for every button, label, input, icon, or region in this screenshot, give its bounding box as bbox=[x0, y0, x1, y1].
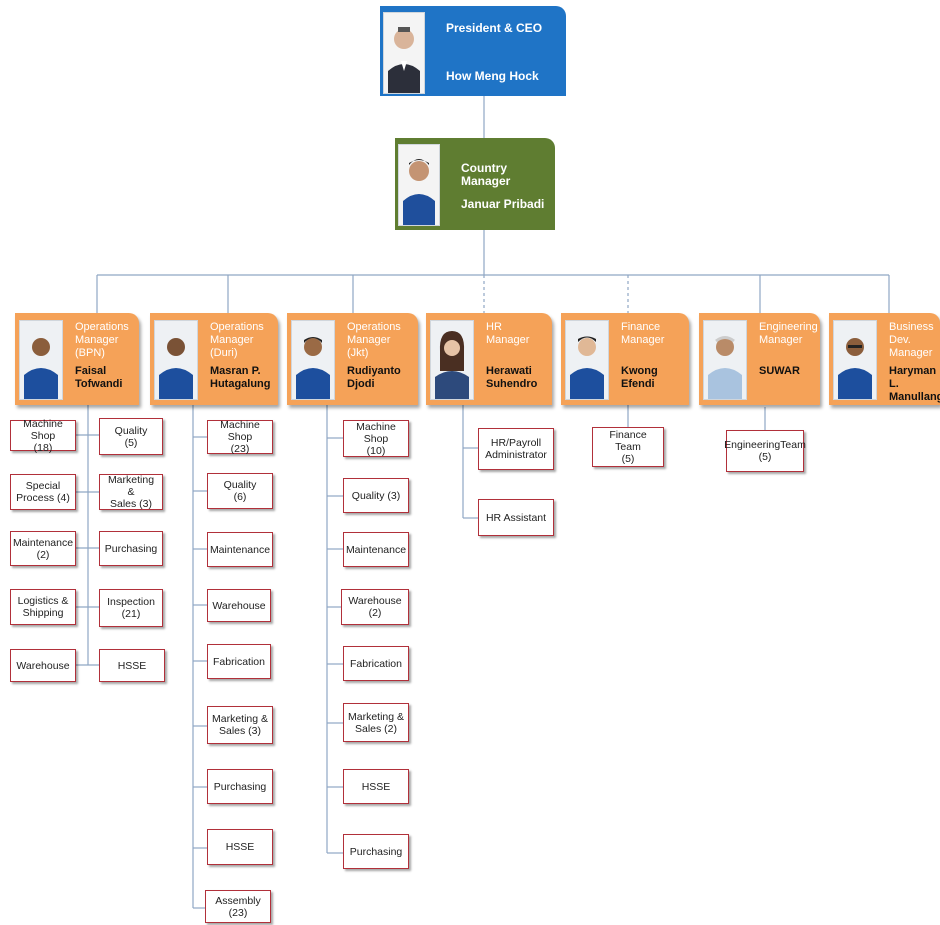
unit-box: Fabrication bbox=[343, 646, 409, 681]
unit-box: Purchasing bbox=[343, 834, 409, 869]
unit-box: Maintenance bbox=[207, 532, 273, 567]
unit-box: Maintenance (2) bbox=[10, 531, 76, 566]
manager-name: Masran P. Hutagalung bbox=[210, 365, 271, 390]
unit-box: Warehouse bbox=[207, 589, 271, 622]
unit-box: Purchasing bbox=[207, 769, 273, 804]
unit-box: Warehouse (2) bbox=[341, 589, 409, 625]
unit-box: Machine Shop (10) bbox=[343, 420, 409, 457]
manager-card-ops-duri: Operations Manager (Duri) Masran P. Huta… bbox=[150, 313, 278, 405]
president-photo bbox=[383, 12, 425, 94]
manager-photo bbox=[19, 320, 63, 400]
unit-box: HSSE bbox=[99, 649, 165, 682]
manager-photo bbox=[565, 320, 609, 400]
manager-card-business-dev: Business Dev. Manager Haryman L. Manulla… bbox=[829, 313, 940, 405]
unit-box: Machine Shop (23) bbox=[207, 419, 273, 455]
manager-photo bbox=[154, 320, 198, 400]
manager-name: Kwong Efendi bbox=[621, 365, 658, 390]
country-manager-card: Country Manager Januar Pribadi bbox=[395, 138, 555, 230]
unit-box: Purchasing bbox=[99, 531, 163, 566]
unit-box: EngineeringTeam (5) bbox=[724, 430, 806, 472]
unit-box: HSSE bbox=[343, 769, 409, 804]
unit-box: Inspection (21) bbox=[99, 589, 163, 627]
unit-box: Marketing & Sales (2) bbox=[343, 703, 409, 742]
manager-name: Rudiyanto Djodi bbox=[347, 365, 401, 390]
country-manager-title: Country Manager bbox=[461, 161, 511, 188]
manager-title: Engineering Manager bbox=[759, 321, 818, 346]
manager-title: Finance Manager bbox=[621, 321, 665, 346]
unit-box: Marketing & Sales (3) bbox=[99, 474, 163, 510]
manager-photo bbox=[291, 320, 335, 400]
unit-box: Marketing & Sales (3) bbox=[207, 706, 273, 744]
unit-box: Special Process (4) bbox=[10, 474, 76, 510]
unit-box: Fabrication bbox=[207, 644, 271, 679]
unit-box: Warehouse bbox=[10, 649, 76, 682]
president-title: President & CEO bbox=[446, 21, 543, 35]
manager-card-hr: HR Manager Herawati Suhendro bbox=[426, 313, 552, 405]
manager-title: HR Manager bbox=[486, 321, 530, 346]
manager-card-engineering: Engineering Manager SUWAR bbox=[699, 313, 820, 405]
manager-title: Operations Manager (Duri) bbox=[210, 321, 264, 359]
unit-box: Machine Shop (18) bbox=[10, 418, 76, 454]
president-name: How Meng Hock bbox=[446, 69, 539, 83]
manager-card-ops-jkt: Operations Manager (Jkt) Rudiyanto Djodi bbox=[287, 313, 418, 405]
unit-box: Finance Team (5) bbox=[592, 427, 664, 467]
country-manager-name: Januar Pribadi bbox=[461, 197, 545, 211]
manager-photo bbox=[430, 320, 474, 400]
unit-box: HR Assistant bbox=[478, 499, 554, 536]
manager-card-finance: Finance Manager Kwong Efendi bbox=[561, 313, 689, 405]
manager-photo bbox=[833, 320, 877, 400]
unit-box: HSSE bbox=[207, 829, 273, 865]
unit-box: Quality (3) bbox=[343, 478, 409, 513]
manager-name: SUWAR bbox=[759, 365, 800, 377]
manager-title: Business Dev. Manager bbox=[889, 321, 934, 359]
manager-name: Faisal Tofwandi bbox=[75, 365, 123, 390]
unit-box: Quality (5) bbox=[99, 418, 163, 455]
unit-box: Quality (6) bbox=[207, 473, 273, 509]
manager-title: Operations Manager (Jkt) bbox=[347, 321, 401, 359]
manager-card-ops-bpn: Operations Manager (BPN) Faisal Tofwandi bbox=[15, 313, 139, 405]
unit-box: HR/Payroll Administrator bbox=[478, 428, 554, 470]
manager-name: Haryman L. Manullang bbox=[889, 365, 940, 403]
unit-box: Assembly (23) bbox=[205, 890, 271, 923]
manager-name: Herawati Suhendro bbox=[486, 365, 538, 390]
president-ceo-card: President & CEO How Meng Hock bbox=[380, 6, 566, 96]
unit-box: Logistics & Shipping bbox=[10, 589, 76, 625]
country-manager-photo bbox=[398, 144, 440, 226]
unit-box: Maintenance bbox=[343, 532, 409, 567]
manager-photo bbox=[703, 320, 747, 400]
manager-title: Operations Manager (BPN) bbox=[75, 321, 129, 359]
